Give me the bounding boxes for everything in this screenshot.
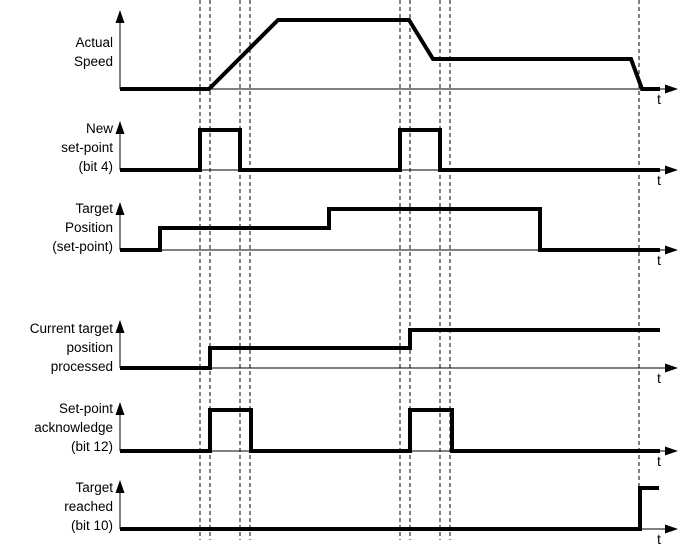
arrow-up-icon bbox=[115, 202, 125, 215]
row-label-line: Current target bbox=[30, 321, 114, 336]
row-label-line: position bbox=[66, 340, 113, 355]
signal-row-current-target-position-processed: t Current target position processed bbox=[30, 320, 678, 386]
arrow-right-icon bbox=[665, 245, 678, 255]
signal-waveform bbox=[120, 128, 660, 172]
arrow-right-icon bbox=[665, 446, 678, 456]
signal-waveform bbox=[120, 486, 659, 531]
arrow-right-icon bbox=[665, 84, 678, 94]
row-label-line: Target bbox=[75, 480, 113, 495]
time-axis-label: t bbox=[657, 370, 661, 386]
signal-waveform bbox=[120, 18, 660, 91]
signal-row-new-set-point-bit4: t New set-point (bit 4) bbox=[61, 121, 678, 188]
signal-waveform bbox=[120, 328, 660, 370]
signal-row-set-point-acknowledge-bit12: t Set-point acknowledge (bit 12) bbox=[34, 401, 678, 469]
time-axis-label: t bbox=[657, 91, 661, 107]
row-label-line: Speed bbox=[74, 54, 113, 69]
row-label-line: Position bbox=[65, 220, 113, 235]
row-label-line: Actual bbox=[75, 35, 113, 50]
row-label-line: set-point bbox=[61, 140, 113, 155]
arrow-right-icon bbox=[665, 363, 678, 373]
row-label-line: reached bbox=[64, 499, 113, 514]
arrow-up-icon bbox=[115, 10, 125, 23]
time-axis-label: t bbox=[657, 453, 661, 469]
row-label-line: New bbox=[86, 121, 113, 136]
time-axis-label: t bbox=[657, 172, 661, 188]
row-label-line: Target bbox=[75, 201, 113, 216]
row-label-line: acknowledge bbox=[34, 420, 113, 435]
row-label-line: processed bbox=[51, 359, 113, 374]
time-axis-label: t bbox=[657, 531, 661, 547]
arrow-right-icon bbox=[665, 524, 678, 534]
row-label-line: Set-point bbox=[59, 401, 113, 416]
arrow-up-icon bbox=[115, 480, 125, 493]
arrow-up-icon bbox=[115, 402, 125, 415]
signal-waveform bbox=[120, 408, 660, 453]
time-axis-label: t bbox=[657, 252, 661, 268]
row-label-line: (set-point) bbox=[52, 239, 113, 254]
row-label-line: (bit 12) bbox=[71, 439, 113, 454]
arrow-up-icon bbox=[115, 320, 125, 333]
arrow-right-icon bbox=[665, 165, 678, 175]
row-label-line: (bit 10) bbox=[71, 518, 113, 533]
arrow-up-icon bbox=[115, 121, 125, 134]
row-label-line: (bit 4) bbox=[78, 159, 113, 174]
signal-waveform bbox=[120, 207, 660, 252]
signal-row-target-reached-bit10: t Target reached (bit 10) bbox=[64, 480, 678, 547]
